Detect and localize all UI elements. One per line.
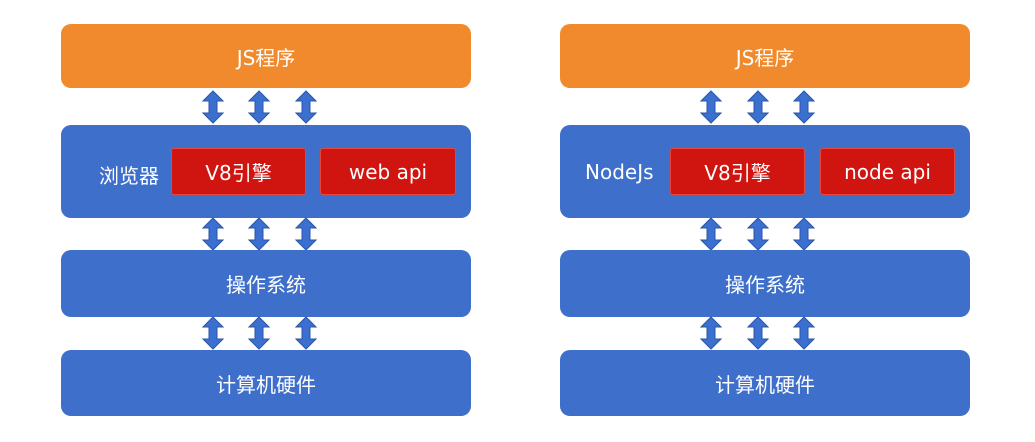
browser-label: 浏览器 <box>99 164 159 188</box>
double-arrow-icon <box>295 217 317 251</box>
node-api-label: node api <box>844 159 931 184</box>
hardware-label: 计算机硬件 <box>715 372 815 397</box>
v8-engine-box: V8引擎 <box>670 148 805 195</box>
web-api-box: web api <box>320 148 456 195</box>
js-program-label: JS程序 <box>735 45 795 70</box>
double-arrow-icon <box>248 217 270 251</box>
v8-engine-label: V8引擎 <box>704 161 771 185</box>
nodejs-layer: NodeJs V8引擎 node api <box>560 125 970 218</box>
os-label: 操作系统 <box>226 273 306 297</box>
hardware-layer: 计算机硬件 <box>61 350 471 416</box>
double-arrow-icon <box>700 217 722 251</box>
browser-architecture-diagram: JS程序 浏览器 V8引擎 web api 操作系统 计算机硬件 <box>61 0 471 442</box>
double-arrow-icon <box>248 90 270 124</box>
double-arrow-icon <box>202 217 224 251</box>
browser-layer: 浏览器 V8引擎 web api <box>61 125 471 218</box>
js-program-label: JS程序 <box>236 45 296 70</box>
hardware-label: 计算机硬件 <box>216 372 316 397</box>
js-program-layer: JS程序 <box>61 24 471 88</box>
double-arrow-icon <box>747 217 769 251</box>
js-program-layer: JS程序 <box>560 24 970 88</box>
hardware-layer: 计算机硬件 <box>560 350 970 416</box>
nodejs-architecture-diagram: JS程序 NodeJs V8引擎 node api 操作系统 计算机硬件 <box>560 0 970 442</box>
double-arrow-icon <box>248 316 270 350</box>
double-arrow-icon <box>700 316 722 350</box>
double-arrow-icon <box>700 90 722 124</box>
double-arrow-icon <box>793 316 815 350</box>
v8-engine-label: V8引擎 <box>205 161 272 185</box>
os-label: 操作系统 <box>725 273 805 297</box>
double-arrow-icon <box>295 316 317 350</box>
double-arrow-icon <box>202 90 224 124</box>
double-arrow-icon <box>747 316 769 350</box>
double-arrow-icon <box>793 90 815 124</box>
v8-engine-box: V8引擎 <box>171 148 306 195</box>
double-arrow-icon <box>747 90 769 124</box>
double-arrow-icon <box>295 90 317 124</box>
double-arrow-icon <box>202 316 224 350</box>
nodejs-label: NodeJs <box>585 160 654 184</box>
double-arrow-icon <box>793 217 815 251</box>
node-api-box: node api <box>820 148 955 195</box>
os-layer: 操作系统 <box>560 250 970 317</box>
web-api-label: web api <box>348 159 428 184</box>
os-layer: 操作系统 <box>61 250 471 317</box>
